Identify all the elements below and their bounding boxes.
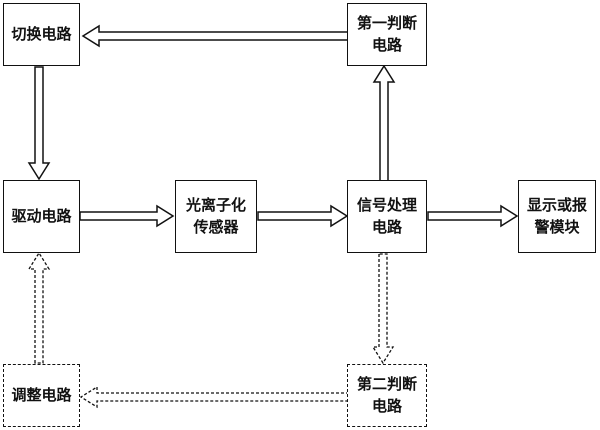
drive-circuit-label: 驱动电路 — [11, 206, 72, 225]
signal-processing-circuit-label: 信号处理 电路 — [356, 195, 417, 236]
arrow-judge2-to-adjust — [79, 385, 350, 409]
arrow-signal-to-judge2 — [371, 253, 395, 365]
switch-circuit-label: 切换电路 — [11, 24, 72, 43]
arrow-signal-to-display — [427, 204, 519, 228]
photoionization-sensor-label: 光离子化 传感器 — [185, 195, 246, 236]
arrow-drive-to-sensor — [79, 204, 175, 228]
display-alarm-module-label: 显示或报 警模块 — [526, 195, 587, 236]
adjust-circuit-box: 调整电路 — [3, 364, 80, 427]
adjust-circuit-label: 调整电路 — [11, 385, 72, 404]
drive-circuit-box: 驱动电路 — [3, 180, 80, 253]
arrow-adjust-to-drive — [27, 251, 51, 364]
arrow-sensor-to-signal — [257, 204, 349, 228]
second-judge-circuit-box: 第二判断 电路 — [347, 364, 427, 427]
display-alarm-module-box: 显示或报 警模块 — [518, 180, 596, 253]
signal-processing-circuit-box: 信号处理 电路 — [347, 180, 427, 253]
switch-circuit-box: 切换电路 — [3, 3, 80, 66]
arrow-switch-to-drive — [27, 66, 51, 181]
first-judge-circuit-label: 第一判断 电路 — [356, 13, 417, 54]
second-judge-circuit-label: 第二判断 电路 — [356, 374, 417, 415]
arrow-signal-to-judge1 — [372, 64, 396, 182]
arrow-judge1-to-switch — [81, 24, 350, 48]
photoionization-sensor-box: 光离子化 传感器 — [175, 180, 257, 253]
first-judge-circuit-box: 第一判断 电路 — [347, 3, 427, 66]
